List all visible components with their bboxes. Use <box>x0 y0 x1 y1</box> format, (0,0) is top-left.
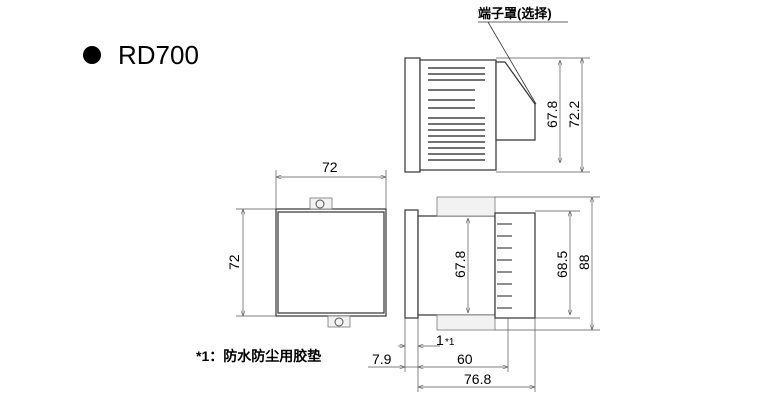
gasket-note-ref: *1 <box>445 337 455 348</box>
top-inner-height-label: 67.8 <box>544 101 560 128</box>
front-height-label: 72 <box>226 254 242 270</box>
gasket-footnote: *1：防水防尘用胶垫 <box>196 348 321 364</box>
front-view <box>236 170 387 328</box>
top-outer-height-label: 72.2 <box>566 101 582 128</box>
side-terminal-height-label: 68.5 <box>554 251 570 278</box>
top-view <box>404 21 590 173</box>
bezel-depth-label: 7.9 <box>372 351 392 367</box>
terminal-cover-callout: 端子罩(选择) <box>478 6 552 21</box>
model-title: RD700 <box>118 40 199 70</box>
front-width-label: 72 <box>322 159 338 175</box>
bullet-icon <box>83 46 101 64</box>
side-total-height-label: 88 <box>576 254 592 270</box>
side-view <box>368 196 600 392</box>
side-body-height-label: 67.8 <box>452 251 468 278</box>
body-depth-label: 60 <box>457 351 473 367</box>
total-depth-label: 76.8 <box>464 371 491 387</box>
gasket-thickness-label: 1 <box>436 332 444 348</box>
